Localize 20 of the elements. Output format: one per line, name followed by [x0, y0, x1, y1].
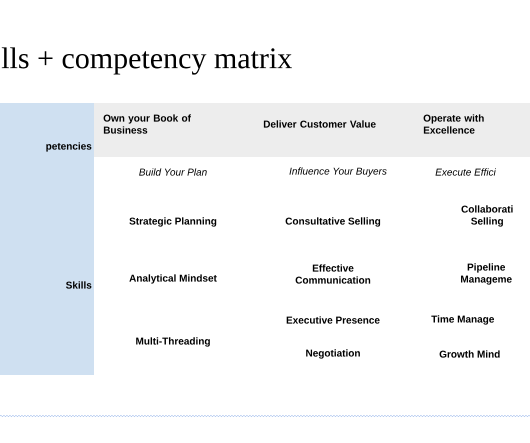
title: lls + competency matrix [2, 47, 292, 75]
skill-cell: Executive Presence [286, 316, 380, 324]
skill-cell: Growth Mind [440, 350, 500, 358]
skill-cell: Strategic Planning [129, 217, 216, 227]
skill-cell: Collaborati Selling [462, 205, 513, 227]
row-header: Skills [66, 281, 92, 289]
skill-cell: Multi-Threading [136, 337, 210, 347]
skill-cell: Negotiation [306, 349, 360, 359]
competency-cell: Influence Your Buyers [289, 167, 387, 177]
skill-cell: Analytical Mindset [129, 274, 217, 284]
column-header: Deliver Customer Value [264, 120, 376, 128]
skill-cell: Pipeline Manageme [461, 263, 512, 285]
skill-cell: Consultative Selling [286, 217, 380, 227]
skill-cell: Effective Communication [296, 264, 370, 284]
competency-cell: Build Your Plan [139, 168, 207, 176]
column-header: Own your Book of Business [104, 114, 191, 134]
column-header: Operate with Excellence [424, 114, 484, 134]
skill-cell: Time Manage [431, 315, 494, 325]
competency-cell: Execute Effici [436, 168, 496, 176]
row-header: petencies [46, 142, 92, 152]
